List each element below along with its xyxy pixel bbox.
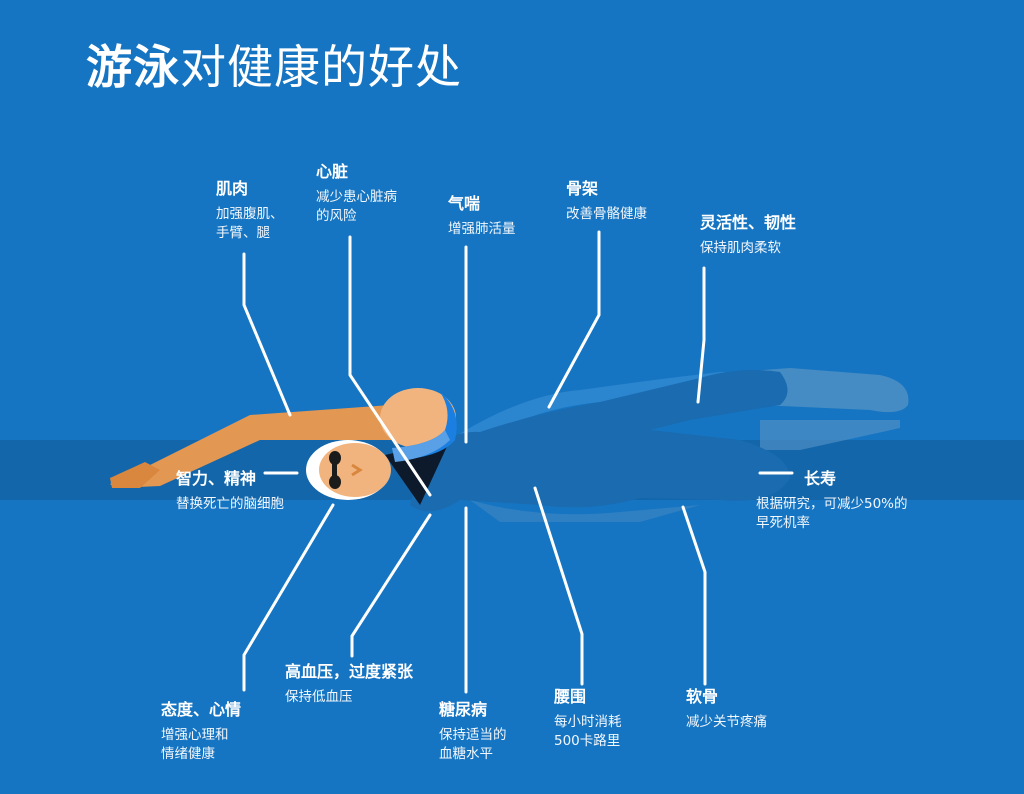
face — [319, 443, 391, 497]
benefit-muscle: 肌肉 加强腹肌、 手臂、腿 — [216, 179, 284, 243]
benefit-asthma: 气喘 增强肺活量 — [448, 194, 516, 239]
callout-line-flexibility — [696, 266, 706, 404]
callout-lines — [242, 230, 794, 694]
benefit-desc: 减少关节疼痛 — [686, 714, 767, 730]
benefit-heading: 气喘 — [448, 194, 481, 213]
benefit-skeleton: 骨架 改善骨骼健康 — [566, 179, 647, 224]
callout-line-waist — [533, 486, 584, 686]
benefit-waist: 腰围 每小时消耗 500卡路里 — [554, 687, 622, 751]
nose — [351, 463, 363, 477]
goggles-bridge — [332, 464, 337, 476]
benefit-heading: 心脏 — [316, 162, 349, 181]
callout-line-attitude — [242, 503, 335, 692]
page-title: 游泳对健康的好处 — [86, 44, 462, 90]
callout-line-muscle — [242, 252, 292, 417]
benefit-cartilage: 软骨 减少关节疼痛 — [686, 687, 767, 732]
benefit-heading: 软骨 — [686, 687, 719, 706]
benefit-desc: 加强腹肌、 — [216, 206, 284, 222]
hand — [110, 462, 160, 488]
benefit-desc: 减少患心脏病 — [316, 189, 397, 205]
benefit-desc: 500卡路里 — [554, 733, 621, 749]
callout-line-heart — [348, 235, 432, 497]
goggles-lens — [329, 475, 341, 489]
benefit-longevity: 长寿 根据研究，可减少50%的 早死机率 — [756, 469, 908, 533]
benefit-desc: 增强肺活量 — [448, 221, 516, 237]
benefit-heart: 心脏 减少患心脏病 的风险 — [316, 162, 397, 226]
callout-line-skeleton — [547, 230, 601, 409]
benefit-desc: 血糖水平 — [439, 746, 493, 762]
goggles-icon — [329, 451, 341, 465]
benefit-diabetes: 糖尿病 保持适当的 血糖水平 — [439, 700, 507, 764]
benefit-heading: 骨架 — [566, 179, 599, 198]
benefit-desc: 情绪健康 — [161, 746, 215, 762]
callout-line-cartilage — [681, 505, 707, 686]
benefit-desc: 根据研究，可减少50%的 — [756, 496, 908, 512]
callout-line-blood-pressure — [350, 513, 432, 658]
benefit-heading: 智力、精神 — [176, 469, 257, 488]
benefit-heading: 肌肉 — [216, 179, 249, 198]
title-bold: 游泳 — [86, 40, 180, 94]
extended-arm — [110, 405, 395, 488]
benefit-heading: 长寿 — [804, 469, 837, 488]
benefit-desc: 替换死亡的脑细胞 — [176, 496, 284, 512]
benefit-desc: 改善骨骼健康 — [566, 206, 647, 222]
benefit-desc: 早死机率 — [756, 515, 810, 531]
benefit-heading: 高血压，过度紧张 — [285, 662, 414, 681]
body-shadow — [470, 500, 700, 522]
benefit-desc: 增强心理和 — [161, 727, 229, 743]
benefit-heading: 态度、心情 — [161, 700, 242, 719]
swimmer-body — [410, 370, 790, 512]
benefit-desc: 保持低血压 — [285, 689, 353, 705]
benefit-desc: 保持肌肉柔软 — [700, 240, 781, 256]
benefit-desc: 每小时消耗 — [554, 714, 622, 730]
cap-stripe-light — [392, 430, 450, 462]
shoulder — [380, 388, 456, 448]
lower-foot — [760, 420, 900, 450]
benefit-desc: 的风险 — [316, 208, 357, 224]
benefit-heading: 腰围 — [554, 687, 587, 706]
benefit-desc: 手臂、腿 — [216, 225, 270, 241]
benefit-flexibility: 灵活性、韧性 保持肌肉柔软 — [700, 213, 796, 258]
title-light: 对健康的好处 — [180, 40, 462, 94]
benefit-desc: 保持适当的 — [439, 727, 507, 743]
benefit-blood-pressure: 高血压，过度紧张 保持低血压 — [285, 662, 413, 707]
benefit-heading: 灵活性、韧性 — [700, 213, 797, 232]
benefit-heading: 糖尿病 — [439, 700, 488, 719]
benefit-mind: 智力、精神 替换死亡的脑细胞 — [176, 469, 284, 514]
benefit-attitude: 态度、心情 增强心理和 情绪健康 — [161, 700, 241, 764]
